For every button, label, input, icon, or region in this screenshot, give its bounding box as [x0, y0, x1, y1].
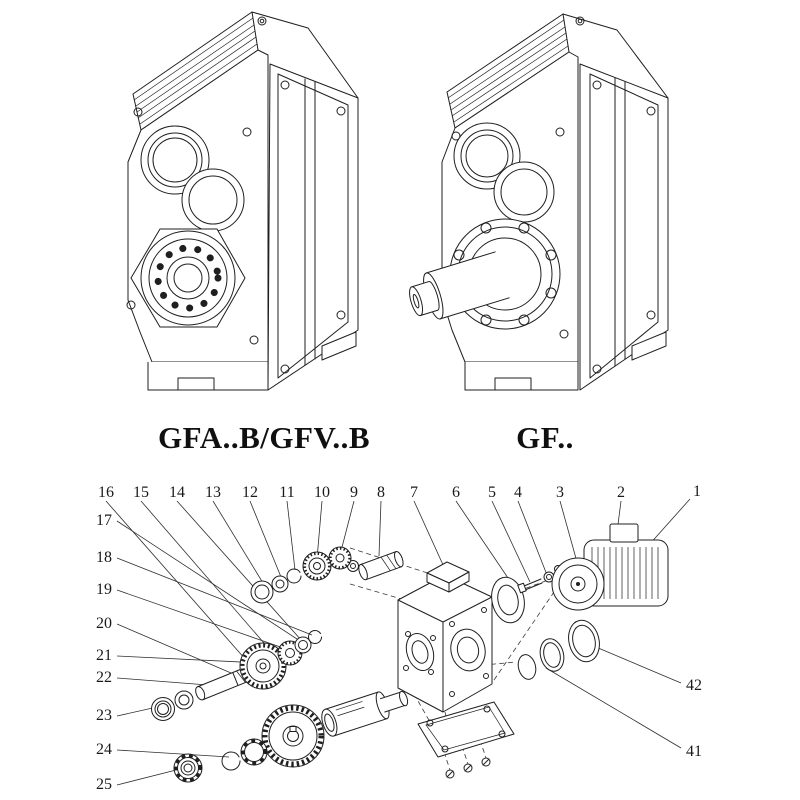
part-number-24: 24: [96, 741, 112, 758]
part-number-9: 9: [350, 484, 358, 501]
part-number-17: 17: [96, 512, 112, 529]
part-number-11: 11: [279, 484, 295, 501]
part-number-8: 8: [377, 484, 385, 501]
part-number-22: 22: [96, 669, 112, 686]
part-number-41: 41: [686, 743, 702, 760]
part-number-2: 2: [617, 484, 625, 501]
part-number-18: 18: [96, 549, 112, 566]
part-number-10: 10: [314, 484, 330, 501]
part-number-1: 1: [693, 483, 701, 500]
gear-housing: [397, 561, 493, 713]
gasket-and-fasteners: [491, 565, 562, 624]
part-number-4: 4: [514, 484, 522, 501]
input-shaft-parts: [250, 546, 404, 604]
part-number-25: 25: [96, 776, 112, 793]
part-number-13: 13: [205, 484, 221, 501]
motor: [551, 523, 669, 611]
gearbox-gf-drawing: [409, 13, 669, 391]
output-gear-parts: [173, 690, 409, 783]
intermediate-gear-parts: [151, 630, 322, 721]
part-number-16: 16: [98, 484, 114, 501]
model-label-gfab: GFA..B/GFV..B: [157, 420, 371, 455]
part-number-7: 7: [410, 484, 418, 501]
part-number-15: 15: [133, 484, 149, 501]
part-number-12: 12: [242, 484, 258, 501]
part-number-6: 6: [452, 484, 460, 501]
cover-plate-parts: [417, 701, 515, 779]
part-number-23: 23: [96, 707, 112, 724]
part-number-3: 3: [556, 484, 564, 501]
part-number-19: 19: [96, 581, 112, 598]
output-seal-rings: [517, 619, 600, 680]
model-label-gf: GF..: [516, 420, 574, 455]
part-number-21: 21: [96, 647, 112, 664]
part-number-42: 42: [686, 677, 702, 694]
gearbox-gfab-drawing: [126, 11, 359, 391]
exploded-view-drawing: [105, 498, 691, 786]
part-number-20: 20: [96, 615, 112, 632]
part-number-14: 14: [169, 484, 185, 501]
part-number-5: 5: [488, 484, 496, 501]
